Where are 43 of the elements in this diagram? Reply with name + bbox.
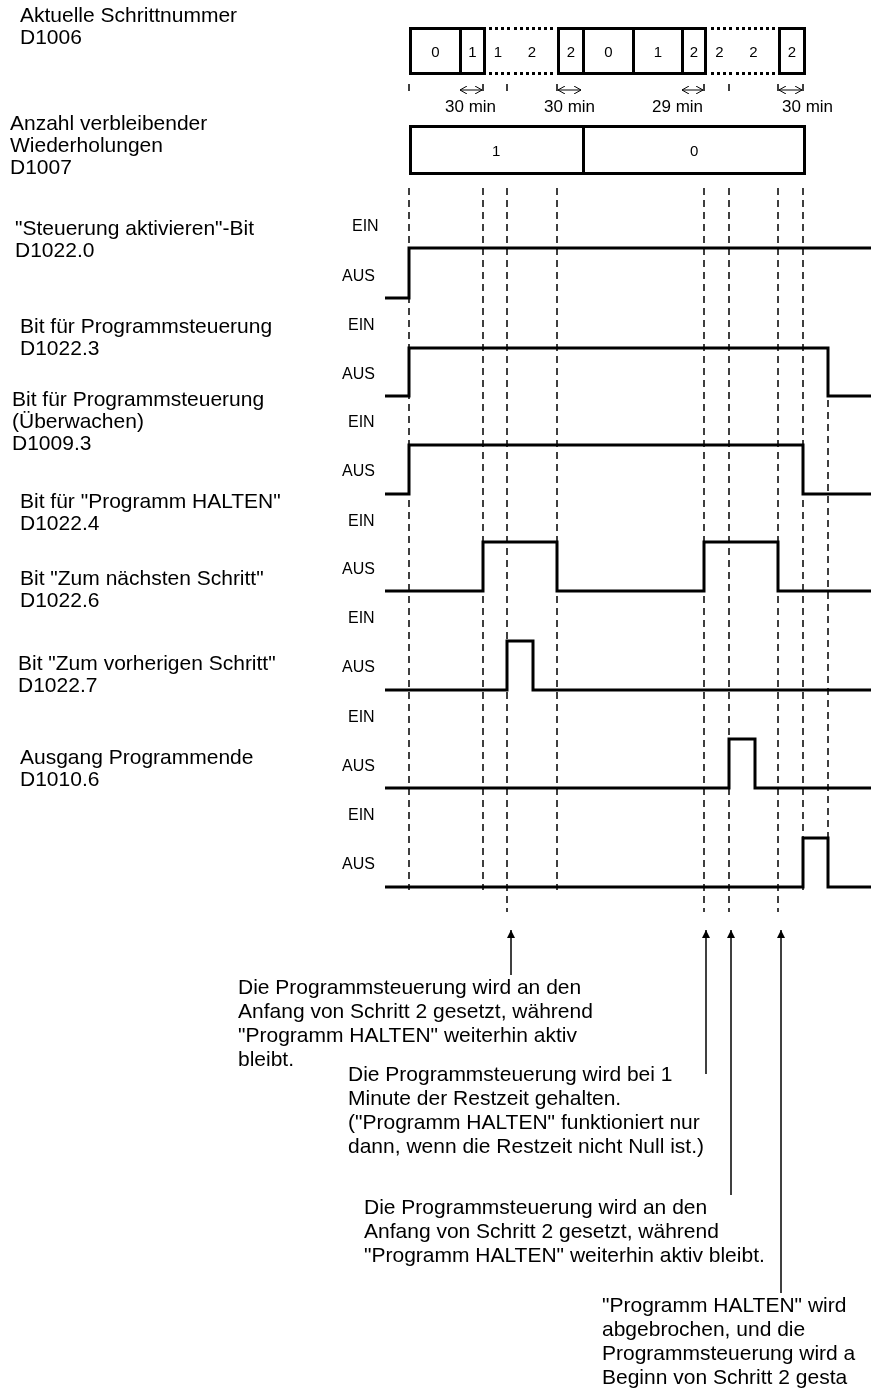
step-number-cell: 1 (459, 27, 486, 75)
note-text: Die Programmsteuerung wird bei 1 Minute der Restzeit gehalten. ("Programm HALTEN" funktioniert nur dann, wenn die Restzeit nicht Null ist.) (348, 1062, 710, 1158)
level-label: EIN (348, 316, 375, 334)
level-label: AUS (342, 462, 375, 480)
level-label: AUS (342, 757, 375, 775)
level-label: EIN (348, 806, 375, 824)
dimension-label: 29 min (652, 98, 704, 116)
dimension-label: 30 min (445, 98, 497, 116)
level-label: AUS (342, 658, 375, 676)
signal-name: Ausgang Programmende D1010.6 (20, 746, 254, 790)
signal-name: Bit "Zum vorherigen Schritt" D1022.7 (18, 652, 276, 696)
step-number-cell: 1 (632, 27, 684, 75)
row-heading: Aktuelle Schrittnummer D1006 (20, 4, 238, 48)
signal-name: Bit für "Programm HALTEN" D1022.4 (20, 490, 281, 534)
signal-name: Bit "Zum nächsten Schritt" D1022.6 (20, 567, 264, 611)
signal-name: Bit für Programmsteuerung (Überwachen) D1009.3 (12, 388, 265, 454)
step-number-cell: 2 (778, 27, 806, 75)
row-heading: Anzahl verbleibender Wiederholungen D1007 (10, 112, 208, 178)
step-number-cell: 2 (681, 27, 707, 75)
level-label: AUS (342, 855, 375, 873)
level-label: EIN (348, 512, 375, 530)
leader-arrow (727, 929, 735, 1196)
step-number-cell: 0 (582, 27, 635, 75)
leader-arrow (507, 929, 515, 976)
level-label: EIN (348, 609, 375, 627)
leader-arrow (777, 929, 785, 1294)
level-label: EIN (348, 708, 375, 726)
signal-name: "Steuerung aktivieren"-Bit D1022.0 (15, 217, 255, 261)
level-label: AUS (342, 365, 375, 383)
repetition-count-cell: 1 (409, 125, 585, 175)
level-label: EIN (348, 413, 375, 431)
note-text: "Programm HALTEN" wird abgebrochen, und die Programmsteuerung wird a Beginn von Schritt 2 gesta (602, 1293, 856, 1389)
note-text: Die Programmsteuerung wird an den Anfang von Schritt 2 gesetzt, während "Programm HALTEN" weiterhin aktiv bleibt. (364, 1195, 765, 1267)
level-label: AUS (342, 560, 375, 578)
step-number-cell: 0 (409, 27, 462, 75)
step-number-cell: 2 (557, 27, 585, 75)
repetition-count-cell: 0 (582, 125, 806, 175)
level-label: EIN (352, 217, 379, 235)
signal-name: Bit für Programmsteuerung D1022.3 (20, 315, 273, 359)
dimension-label: 30 min (544, 98, 596, 116)
level-label: AUS (342, 267, 375, 285)
leader-arrow (702, 929, 710, 1075)
dimension-label: 30 min (782, 98, 834, 116)
